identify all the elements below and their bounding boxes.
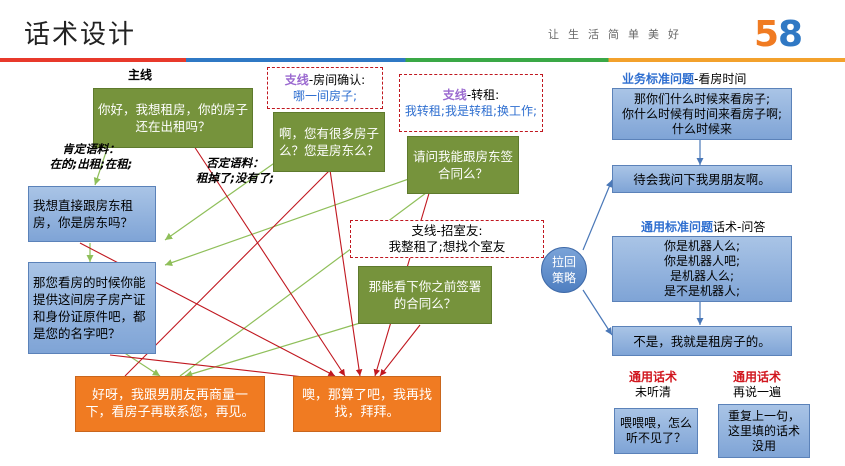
edge-q3-end1 xyxy=(119,349,161,377)
biz-standard-question: 那你们什么时候来看房子; 你什么时候有时间来看房子啊; 什么时候来 xyxy=(612,88,792,140)
page-title: 话术设计 xyxy=(24,20,137,50)
general-standard-answer: 不是，我就是租房子的。 xyxy=(612,326,792,356)
general-repeat-title: 通用话术 再说一遍 xyxy=(722,370,792,400)
branch-room-title: 支线-房间确认: xyxy=(285,72,365,88)
edge-q3-end2 xyxy=(109,354,331,383)
general-repeat-title-rest: 再说一遍 xyxy=(732,385,781,399)
edge-roommate-end2 xyxy=(379,324,421,377)
general-standard-title-rest: 话术-问答 xyxy=(713,220,766,234)
general-unclear-title-rest: 未听清 xyxy=(634,385,671,399)
general-unclear-title: 通用话术 未听清 xyxy=(620,370,686,400)
branch-room-header: 支线-房间确认: 哪一间房子; xyxy=(267,67,383,109)
color-divider-bar xyxy=(0,58,845,62)
branch-sublet-example: 我转租;我是转租;换工作; xyxy=(404,104,538,118)
branch-room-title-rest: -房间确认: xyxy=(308,73,366,87)
biz-standard-title-rest: -看房时间 xyxy=(694,72,747,86)
branch-roommate-example: 我整租了;想找个室友 xyxy=(388,239,506,254)
main-q3-node: 那您看房的时候你能提供这间房子房产证和身份证原件吧，都是您的名字吧？ xyxy=(28,262,156,354)
main-q1-node: 你好，我想租房，你的房子还在出租吗？ xyxy=(93,88,253,148)
end-node-positive: 好呀，我跟男朋友再商量一下，看房子再联系您，再见。 xyxy=(75,376,265,432)
slogan: 让生活简单美好 xyxy=(548,28,688,41)
branch-room-tag: 支线 xyxy=(284,73,309,87)
branch-room-example: 哪一间房子; xyxy=(292,89,358,103)
branch-roommate-reply: 那能看下你之前签署的合同么？ xyxy=(358,266,492,324)
edge-sublet-q3 xyxy=(164,174,421,266)
logo-digit-5: 5 xyxy=(754,14,779,52)
logo-58: 5 8 xyxy=(754,14,803,52)
branch-sublet-header: 支线-转租: 我转租;我是转租;换工作; xyxy=(399,74,543,132)
general-standard-tag: 通用标准问题 xyxy=(641,220,714,234)
branch-sublet-reply: 请问我能跟房东签合同么？ xyxy=(407,136,519,194)
edge-pull-biz xyxy=(582,179,613,251)
general-repeat-tag: 通用话术 xyxy=(732,370,781,384)
end-node-negative: 噢，那算了吧，我再找找，拜拜。 xyxy=(293,376,441,432)
negate-corpus-label: 否定语料： 租掉了;没有了; xyxy=(195,156,275,185)
edge-roommate-end1 xyxy=(184,319,371,378)
general-unclear-tag: 通用话术 xyxy=(628,370,677,384)
affirm-corpus-label: 肯定语料： 在的;出租;在租; xyxy=(49,142,133,171)
branch-roommate-title: 支线-招室友: xyxy=(411,223,483,238)
edge-room-end2 xyxy=(329,169,363,377)
general-standard-question: 你是机器人么; 你是机器人吧; 是机器人么; 是不是机器人; xyxy=(612,236,792,302)
edge-room-end1 xyxy=(124,169,331,377)
biz-standard-tag: 业务标准问题 xyxy=(622,72,695,86)
general-standard-title: 通用标准问题话术-问答 xyxy=(641,218,765,235)
biz-standard-title: 业务标准问题-看房时间 xyxy=(622,70,746,87)
logo-digit-8: 8 xyxy=(778,14,803,52)
pull-back-strategy-node: 拉回 策略 xyxy=(541,247,587,293)
branch-sublet-title: 支线-转租: xyxy=(443,87,499,103)
branch-sublet-tag: 支线 xyxy=(442,88,467,102)
edge-pull-gen xyxy=(582,289,613,336)
biz-standard-answer: 待会我问下我男朋友啊。 xyxy=(612,165,792,193)
edge-q1-end2 xyxy=(189,139,346,377)
branch-sublet-title-rest: -转租: xyxy=(466,88,500,102)
general-unclear-reply: 喂喂喂，怎么听不见了？ xyxy=(614,408,698,454)
main-line-label: 主线 xyxy=(128,68,153,82)
main-q2-node: 我想直接跟房东租房，你是房东吗？ xyxy=(28,186,156,242)
general-repeat-reply: 重复上一句，这里填的话术没用 xyxy=(718,404,810,458)
branch-roommate-header: 支线-招室友: 我整租了;想找个室友 xyxy=(350,220,544,258)
branch-room-reply: 啊，您有很多房子么？您是房东么？ xyxy=(273,112,385,172)
